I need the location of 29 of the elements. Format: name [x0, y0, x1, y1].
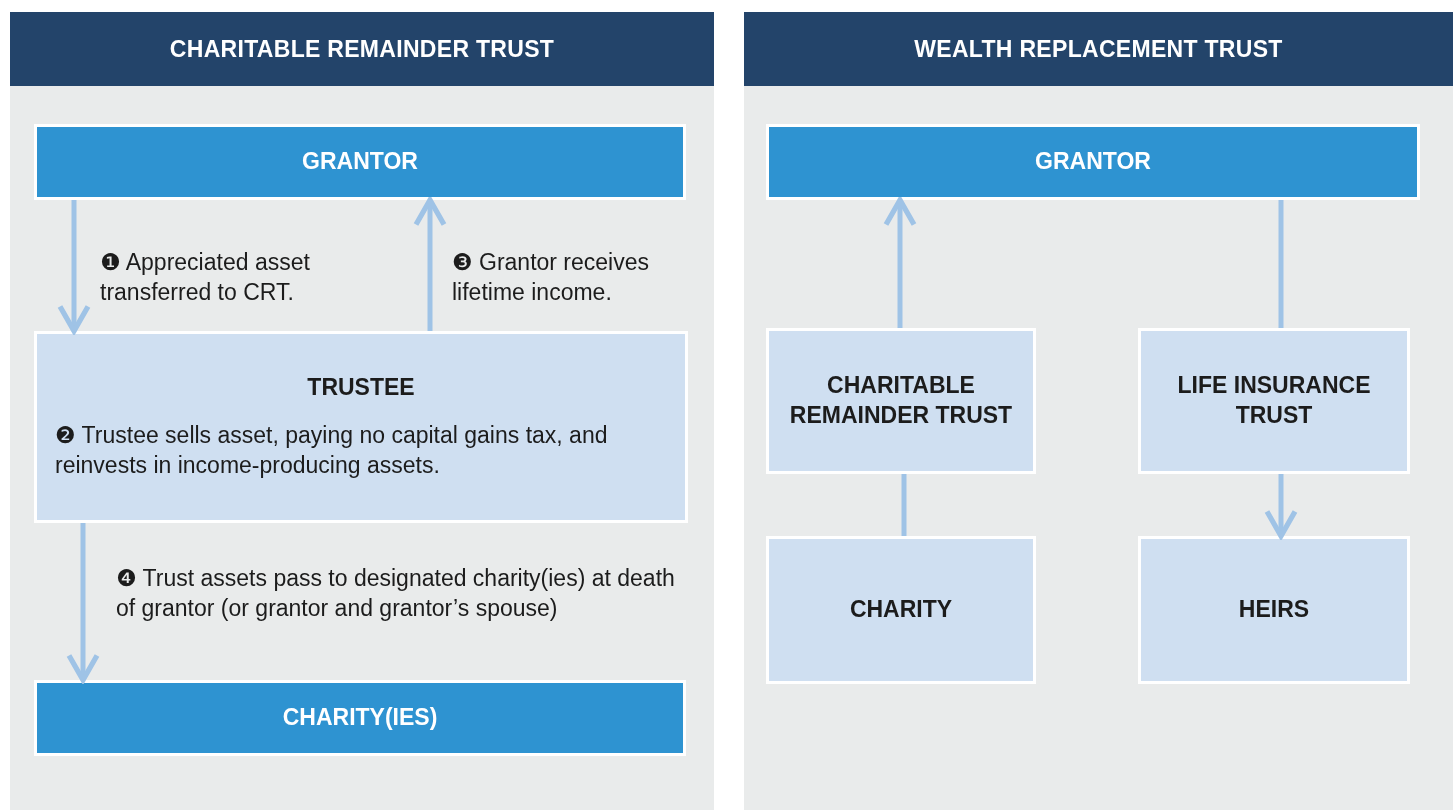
box-title: CHARITY(IES) [282, 703, 438, 733]
box-title: CHARITY [849, 595, 953, 625]
box-description: ❷ Trustee sells asset, paying no capital gains tax, and reinvests in income-producing assets. [55, 421, 609, 480]
process-box [1138, 328, 1410, 474]
process-box [34, 331, 688, 523]
box-title: GRANTOR [1035, 147, 1151, 177]
process-box [766, 536, 1036, 684]
entity-box [34, 124, 686, 200]
arrow [66, 523, 100, 683]
box-title: LIFE INSURANCE TRUST [1176, 371, 1372, 430]
box-title: CHARITABLE REMAINDER TRUST [788, 371, 1014, 430]
edge-label: ❸ Grantor receives lifetime income. [452, 248, 651, 307]
arrow [413, 197, 447, 331]
box-title: TRUSTEE [307, 373, 415, 403]
arrow [1264, 474, 1298, 539]
panel [744, 12, 1453, 810]
panel [10, 12, 714, 810]
box-title: GRANTOR [302, 147, 418, 177]
box-title: HEIRS [1238, 595, 1310, 625]
entity-box [766, 124, 1420, 200]
entity-box [34, 680, 686, 756]
arrow [883, 197, 917, 328]
edge-label: ❹ Trust assets pass to designated charity(ies) at death of grantor (or grantor and grantor’s spouse) [116, 564, 676, 623]
panel-header: CHARITABLE REMAINDER TRUST [10, 12, 714, 86]
arrow [57, 200, 91, 334]
process-box [766, 328, 1036, 474]
edge-label: ❶ Appreciated asset transferred to CRT. [100, 248, 311, 307]
panel-header: WEALTH REPLACEMENT TRUST [744, 12, 1453, 86]
process-box [1138, 536, 1410, 684]
